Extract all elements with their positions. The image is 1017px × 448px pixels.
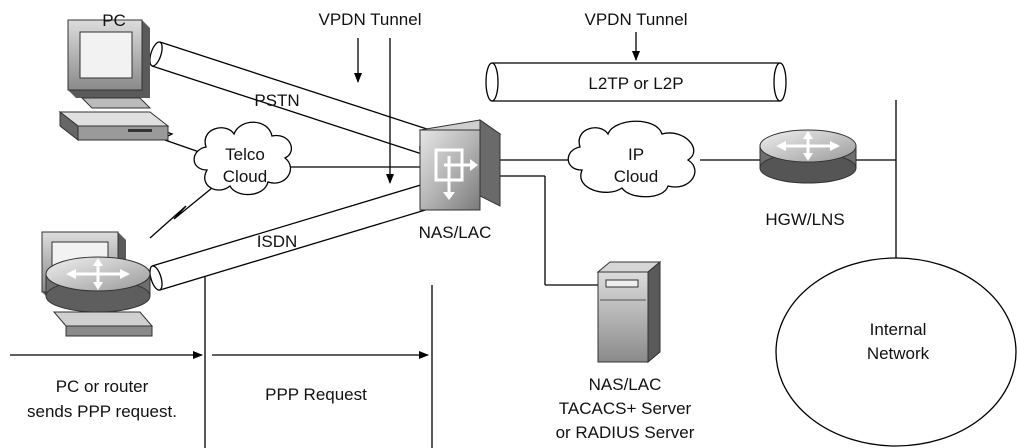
pc-router-caption-2: sends PPP request. <box>27 402 177 421</box>
internal-network-label-2: Network <box>867 344 930 363</box>
connection-lines <box>204 100 897 448</box>
isdn-label: ISDN <box>257 232 298 251</box>
internal-network-label-1: Internal <box>870 320 927 339</box>
nas-lac-switch-icon <box>418 119 502 211</box>
ip-cloud-label-2: Cloud <box>614 167 658 186</box>
telco-cloud <box>193 121 292 196</box>
pc-router-icon <box>41 231 154 337</box>
server-caption-2: TACACS+ Server <box>559 399 692 418</box>
server-caption-3: or RADIUS Server <box>556 423 695 442</box>
nas-lac-label: NAS/LAC <box>419 223 492 242</box>
ppp-request-label: PPP Request <box>265 385 367 404</box>
security-server-icon <box>596 260 662 364</box>
vpdn-tunnel-left-label: VPDN Tunnel <box>319 10 422 29</box>
ip-cloud-label-1: IP <box>628 145 644 164</box>
hgw-lns-label: HGW/LNS <box>765 210 844 229</box>
l2tp-label: L2TP or L2P <box>588 74 683 93</box>
telco-cloud-label-1: Telco <box>225 145 265 164</box>
ip-cloud <box>567 120 696 198</box>
isdn-dial-link <box>149 187 213 239</box>
l2tp-tunnel-pipe <box>485 62 787 102</box>
pc-label: PC <box>102 11 126 30</box>
pstn-label: PSTN <box>254 91 299 110</box>
internal-network-ellipse <box>775 257 1017 447</box>
pc-router-caption-1: PC or router <box>56 377 149 396</box>
hgw-lns-router-icon <box>759 129 857 184</box>
telco-cloud-label-2: Cloud <box>223 167 267 186</box>
server-caption-1: NAS/LAC <box>589 375 662 394</box>
pc-icon <box>58 19 170 142</box>
vpdn-tunnel-right-label: VPDN Tunnel <box>585 10 688 29</box>
